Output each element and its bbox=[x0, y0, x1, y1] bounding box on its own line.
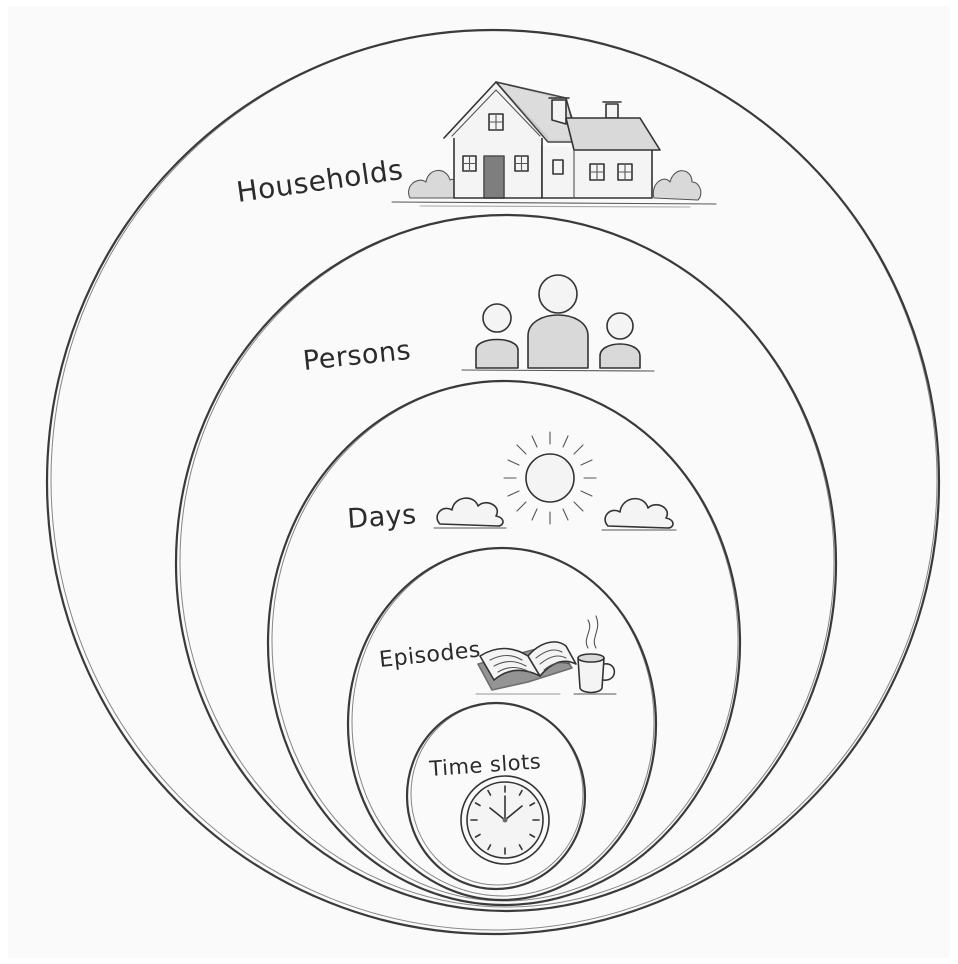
ring-households bbox=[45, 28, 941, 936]
cloud-left-icon bbox=[433, 497, 507, 529]
people-icon bbox=[461, 274, 655, 372]
sun-icon bbox=[503, 431, 597, 525]
label-days: Days bbox=[346, 499, 417, 535]
cloud-right-icon bbox=[601, 497, 677, 531]
ring-episodes bbox=[346, 546, 658, 902]
book-and-cup-icon bbox=[475, 615, 617, 695]
clock-icon bbox=[460, 775, 550, 865]
house-icon bbox=[391, 81, 717, 208]
ring-persons bbox=[174, 213, 838, 913]
ring-time-slots bbox=[405, 701, 587, 891]
